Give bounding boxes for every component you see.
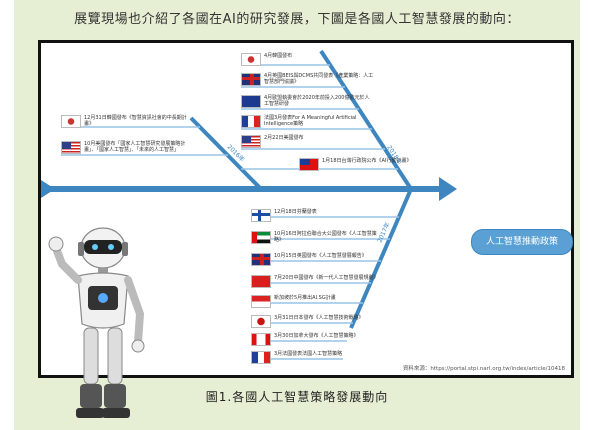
flag-singapore-icon xyxy=(251,295,271,308)
robot-mascot-icon xyxy=(48,227,145,418)
left-item-text: 10月美國發布「國家人工智慧研究發展策略計畫」、「國家人工智慧」、「未來的人工智… xyxy=(84,141,186,153)
upper-item-text: 1月18日台灣行政院公布《AI行動計畫》 xyxy=(322,158,412,164)
upper-item-text: 4月英國BEIS與DCMS共同發表《產業策略：人工智慧部門協議》 xyxy=(264,73,374,85)
upper-item-text: 4月歐盟執委會於2020年前投入200億歐元於人工智慧研發 xyxy=(264,95,370,107)
flag-eu-icon xyxy=(241,95,261,108)
flag-uae-icon xyxy=(251,231,271,244)
rib-upper xyxy=(319,49,413,191)
flag-korea-icon xyxy=(241,53,261,66)
flag-china-icon xyxy=(251,275,271,288)
upper-item: 4月英國BEIS與DCMS共同發表《產業策略：人工智慧部門協議》 xyxy=(241,73,374,86)
upper-branches xyxy=(241,64,398,170)
lower-item-text: 10月15日英國發布《人工智慧發展報告》 xyxy=(274,253,367,259)
flag-uk-icon xyxy=(241,73,261,86)
upper-item-text: 法國3月發表For A Meaningful Artificial Intell… xyxy=(264,115,357,127)
upper-item: 法國3月發表For A Meaningful Artificial Intell… xyxy=(241,115,374,128)
upper-item-text: 2月22日美國發布 xyxy=(264,135,304,141)
intro-caption: 展覽現場也介紹了各國在AI的研究發展，下圖是各國人工智慧發展的動向： xyxy=(74,12,520,27)
upper-item: 1月18日台灣行政院公布《AI行動計畫》 xyxy=(299,158,411,171)
poster-panel: 展覽現場也介紹了各國在AI的研究發展，下圖是各國人工智慧發展的動向： xyxy=(14,0,580,430)
diagram-board: 2018年 2016年 2017年 人工智慧推動政策 4月韓國發布 4月英國BE… xyxy=(38,40,574,378)
lower-item-text: 3月法國發表法國人工智慧策略 xyxy=(274,351,343,357)
left-item: 10月美國發布「國家人工智慧研究發展策略計畫」、「國家人工智慧」、「未來的人工智… xyxy=(61,141,194,154)
source-note: 資料來源：https://portal.stpi.narl.org.tw/ind… xyxy=(402,366,565,372)
rib-lower xyxy=(349,188,413,329)
lower-item: 7月20日中國發布《新一代人工智慧發展規劃》 xyxy=(251,275,379,288)
spine-tail xyxy=(41,180,55,198)
flag-korea-icon xyxy=(61,115,81,128)
flag-taiwan-icon xyxy=(299,158,319,171)
figure-caption: 圖1.各國人工智慧策略發展動向 xyxy=(205,390,389,404)
lower-item: 3月31日日本發布《人工智慧技術戰略》 xyxy=(251,315,364,328)
lower-item-text: 12月18日芬蘭發表 xyxy=(274,209,317,215)
lower-item-text: 新加坡於5月推出AI.SG計畫 xyxy=(274,295,336,301)
flag-usa-icon xyxy=(61,141,81,154)
flag-france-icon xyxy=(241,115,261,128)
flag-uk-icon xyxy=(251,253,271,266)
flag-canada-icon xyxy=(251,333,271,346)
lower-item: 3月法國發表法國人工智慧策略 xyxy=(251,351,342,364)
flag-finland-icon xyxy=(251,209,271,222)
left-branches xyxy=(61,126,228,156)
upper-item: 4月韓國發布 xyxy=(241,53,292,66)
lower-item: 12月18日芬蘭發表 xyxy=(251,209,317,222)
upper-item: 2月22日美國發布 xyxy=(241,135,304,148)
lower-item: 10月15日英國發布《人工智慧發展報告》 xyxy=(251,253,367,266)
flag-france-icon xyxy=(251,351,271,364)
lower-item-text: 3月31日日本發布《人工智慧技術戰略》 xyxy=(274,315,364,321)
spine-head xyxy=(439,177,457,201)
spine-label-policy: 人工智慧推動政策 xyxy=(471,229,573,255)
lower-item: 新加坡於5月推出AI.SG計畫 xyxy=(251,295,336,308)
upper-item-text: 4月韓國發布 xyxy=(264,53,293,59)
lower-item-text: 7月20日中國發布《新一代人工智慧發展規劃》 xyxy=(274,275,379,281)
flag-japan-icon xyxy=(251,315,271,328)
lower-item-text: 3月30日加拿大發布《人工智慧策略》 xyxy=(274,333,359,339)
upper-item: 4月歐盟執委會於2020年前投入200億歐元於人工智慧研發 xyxy=(241,95,374,108)
lower-item-text: 10月16日阿拉伯聯合大公國發布《人工智慧策略》 xyxy=(274,231,377,243)
lower-item: 10月16日阿拉伯聯合大公國發布《人工智慧策略》 xyxy=(251,231,384,244)
rib-left xyxy=(189,116,263,191)
left-item-text: 12月31日韓國發布《智慧資訊社會的中長期計畫》 xyxy=(84,115,187,127)
left-item: 12月31日韓國發布《智慧資訊社會的中長期計畫》 xyxy=(61,115,194,128)
flag-usa-icon xyxy=(241,135,261,148)
lower-item: 3月30日加拿大發布《人工智慧策略》 xyxy=(251,333,359,346)
